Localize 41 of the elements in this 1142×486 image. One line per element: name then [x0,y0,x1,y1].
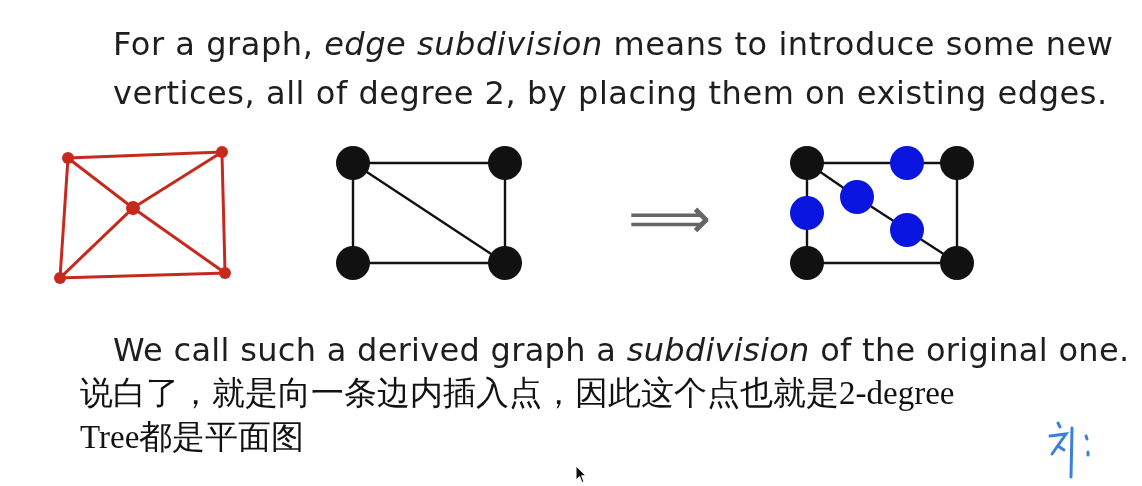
sketch-stroke [72,150,218,160]
vertex-dot [336,246,370,280]
edge-line [503,178,507,248]
sketch-stroke [137,210,222,271]
sketch-vertex-dot [54,272,66,284]
subdivision-vertex-dot [840,180,874,214]
vertex-dot [336,146,370,180]
edge-line [819,171,845,189]
edge-line [955,178,959,248]
edge-line [822,261,942,265]
sketch-stroke [62,211,130,276]
crossing-dot [126,201,140,215]
edge-line [368,161,490,165]
subdivision-vertex-dot [790,196,824,230]
sketch-stroke [64,271,221,280]
vertex-dot [790,246,824,280]
sketch-stroke [137,153,219,206]
sketch-vertex-dot [216,146,228,158]
sketch-vertex-dot [219,267,231,279]
edge-line [870,205,894,222]
sketch-stroke [220,156,227,269]
vertex-dot [790,146,824,180]
vertex-dot [488,146,522,180]
body-paragraph: For a graph, edge subdivision means to introduce some new vertices, all of degree 2, by placing them on existing edges. [113,24,1115,114]
edge-line [351,178,355,248]
vertex-dot [488,246,522,280]
subdivision-vertex-dot [890,146,924,180]
sketch-stroke [71,160,129,206]
note-text: Tree都是平面图 [80,418,305,457]
note-text: 说白了，就是向一条边内插入点，因此这个点也就是2-degree [80,374,955,413]
edge-line [920,238,944,255]
vertex-dot [940,146,974,180]
subdivision-vertex-dot [890,213,924,247]
body-sentence: We call such a derived graph a subdivision of the original one. [113,330,1130,370]
edge-line [366,171,492,255]
vertex-dot [940,246,974,280]
implies-symbol: ⟹ [628,188,712,248]
edge-line [368,261,490,265]
sketch-stroke [58,162,70,274]
sketch-vertex-dot [62,152,74,164]
edge-line [822,161,892,165]
